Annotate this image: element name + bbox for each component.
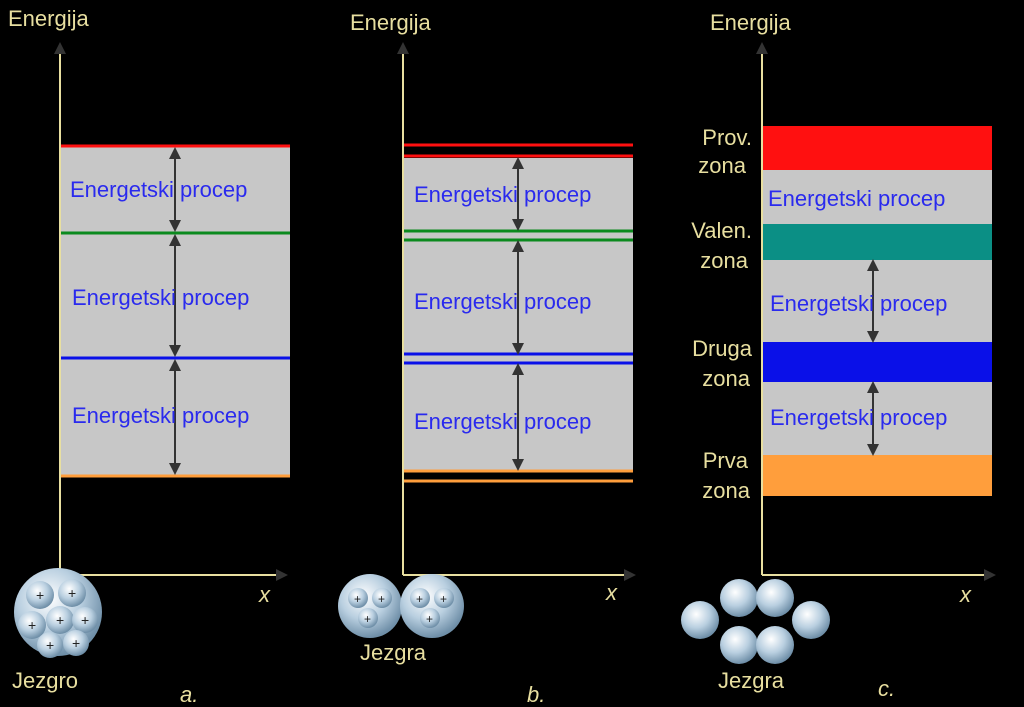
svg-text:+: + bbox=[354, 592, 361, 606]
panel-letter-c: c. bbox=[878, 676, 895, 701]
gap-label-a2: Energetski procep bbox=[72, 285, 249, 310]
y-axis-label-a: Energija bbox=[8, 6, 89, 31]
zone-label-prva-2: zona bbox=[702, 478, 750, 503]
panel-a: Energetski procep Energetski procep Ener… bbox=[8, 6, 290, 707]
svg-text:+: + bbox=[72, 635, 80, 651]
gap-label-a3: Energetski procep bbox=[72, 403, 249, 428]
svg-text:+: + bbox=[426, 612, 433, 626]
zone-conduction bbox=[762, 126, 992, 170]
y-axis-label-c: Energija bbox=[710, 10, 791, 35]
gap-label-c1: Energetski procep bbox=[768, 186, 945, 211]
panel-b: Energetski procep Energetski procep Ener… bbox=[338, 10, 636, 707]
gap-label-c3: Energetski procep bbox=[770, 405, 947, 430]
nucleus-label-b: Jezgra bbox=[360, 640, 427, 665]
zone-label-prov-2: zona bbox=[698, 153, 746, 178]
zone-label-druga-1: Druga bbox=[692, 336, 753, 361]
panel-c: Energetski procep Energetski procep Ener… bbox=[681, 10, 996, 701]
nucleus-icon-c bbox=[681, 579, 830, 664]
zone-label-valen-1: Valen. bbox=[691, 218, 752, 243]
x-axis-label-b: x bbox=[605, 580, 618, 605]
svg-text:+: + bbox=[36, 587, 44, 603]
zone-label-druga-2: zona bbox=[702, 366, 750, 391]
y-axis-label-b: Energija bbox=[350, 10, 431, 35]
zone-valence bbox=[762, 224, 992, 260]
svg-text:+: + bbox=[28, 617, 36, 633]
x-axis-label-c: x bbox=[959, 582, 972, 607]
panel-letter-b: b. bbox=[527, 682, 545, 707]
svg-text:+: + bbox=[56, 612, 64, 628]
x-axis-label-a: x bbox=[258, 582, 271, 607]
nucleus-icon-a: + + + + + + + bbox=[14, 568, 102, 658]
nucleus-label-a: Jezgro bbox=[12, 668, 78, 693]
zone-first bbox=[762, 455, 992, 496]
gap-label-b2: Energetski procep bbox=[414, 289, 591, 314]
svg-text:+: + bbox=[68, 585, 76, 601]
gap-label-b3: Energetski procep bbox=[414, 409, 591, 434]
gap-label-a1: Energetski procep bbox=[70, 177, 247, 202]
zone-label-valen-2: zona bbox=[700, 248, 748, 273]
svg-text:+: + bbox=[378, 592, 385, 606]
svg-text:+: + bbox=[81, 612, 89, 628]
zone-second bbox=[762, 342, 992, 382]
gap-label-b1: Energetski procep bbox=[414, 182, 591, 207]
nucleus-label-c: Jezgra bbox=[718, 668, 785, 693]
gap-label-c2: Energetski procep bbox=[770, 291, 947, 316]
svg-text:+: + bbox=[416, 592, 423, 606]
svg-text:+: + bbox=[46, 637, 54, 653]
nucleus-icon-b: + + + + + + bbox=[338, 574, 464, 638]
svg-text:+: + bbox=[440, 592, 447, 606]
svg-text:+: + bbox=[364, 612, 371, 626]
zone-label-prva-1: Prva bbox=[703, 448, 749, 473]
zone-label-prov-1: Prov. bbox=[702, 125, 752, 150]
panel-letter-a: a. bbox=[180, 682, 198, 707]
